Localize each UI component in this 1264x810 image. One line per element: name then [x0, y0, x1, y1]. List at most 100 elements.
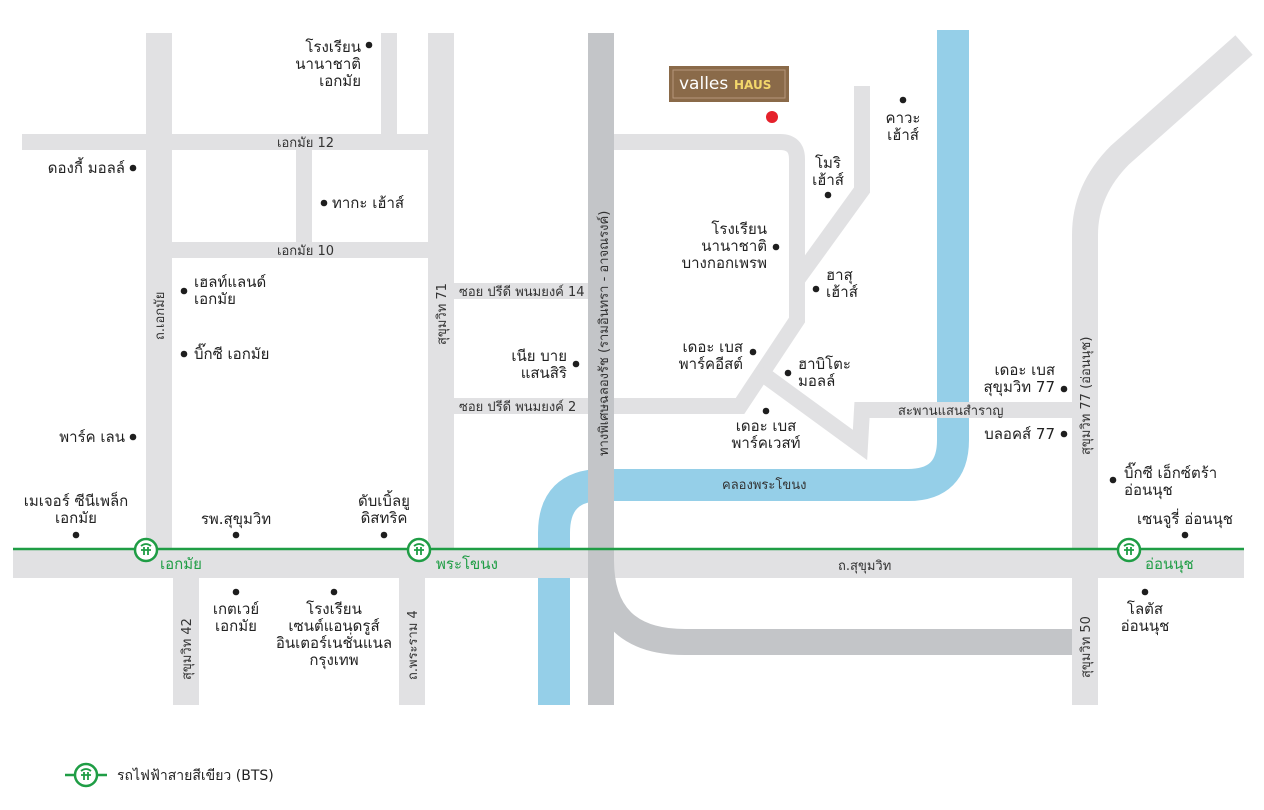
poi-label-line: ดับเบิ้ลยู: [358, 490, 410, 510]
road-sukhumvit-77: [1072, 35, 1253, 705]
poi-label: ดับเบิ้ลยูดิสทริค: [358, 490, 410, 527]
poi-23: โลตัสอ่อนนุช: [1121, 588, 1170, 636]
sukhumvit-label: ถ.สุขุมวิท: [838, 559, 891, 574]
poi-label-line: บิ๊กซี เอ็กซ์ตร้า: [1124, 462, 1217, 482]
logo-text: valles: [679, 74, 728, 94]
poi-label-line: อ่อนนุช: [1124, 481, 1173, 500]
poi-label-line: คาวะ: [886, 109, 921, 127]
bts-station-onnut: อ่อนนุช: [1116, 537, 1194, 574]
poi-10: เกตเวย์เอกมัย: [213, 588, 259, 635]
poi-18: เดอะ เบสพาร์คเวสท์: [732, 407, 801, 452]
poi-dot: [180, 350, 188, 358]
bridge-label: สะพานแสนสำราญ: [898, 404, 1003, 419]
poi-label-line: ฮาบิโตะ: [798, 355, 851, 373]
poi-label-line: ดองกี้ มอลล์: [48, 157, 125, 177]
poi-label-line: เอกมัย: [55, 509, 97, 527]
expressway-label: ทางพิเศษฉลองรัช (รามอินทรา - อาจณรงค์): [596, 211, 612, 456]
bts-station-phrakhanong: พระโขนง: [406, 537, 498, 573]
poi-label-line: เดอะ เบส: [994, 361, 1055, 379]
poi-label: รพ.สุขุมวิท: [201, 510, 271, 529]
poi-label: เฮลท์แลนด์เอกมัย: [194, 273, 266, 308]
poi-3: เฮลท์แลนด์เอกมัย: [180, 273, 266, 308]
poi-label: ทากะ เฮ้าส์: [332, 194, 404, 212]
bts-station-ekkamai: เอกมัย: [133, 537, 202, 573]
poi-label-line: บิ๊กซี เอกมัย: [194, 343, 269, 363]
poi-label-line: เกตเวย์: [213, 600, 259, 618]
poi-11: โรงเรียนเซนต์แอนดรูส์อินเตอร์เนชั่นแนลกร…: [276, 588, 392, 670]
poi-label-line: อินเตอร์เนชั่นแนล: [276, 632, 392, 652]
poi-dot: [1181, 531, 1189, 539]
poi-0: โรงเรียนนานาชาติเอกมัย: [295, 38, 373, 90]
sukhumvit-50-label: สุขุมวิท 50: [1079, 616, 1094, 678]
poi-label: ฮาสุเฮ้าส์: [826, 266, 858, 301]
sukhumvit-42-label: สุขุมวิท 42: [180, 618, 195, 680]
ekkamai-10-label: เอกมัย 10: [277, 244, 334, 259]
poi-label-line: เซนจูรี่ อ่อนนุช: [1137, 508, 1233, 529]
poi-5: พาร์ค เลน: [59, 428, 137, 446]
poi-17: ฮาบิโตะมอลล์: [784, 355, 851, 390]
poi-label: ฮาบิโตะมอลล์: [798, 355, 851, 390]
poi-label: โรงเรียนเซนต์แอนดรูส์อินเตอร์เนชั่นแนลกร…: [276, 600, 392, 670]
poi-label: โรงเรียนนานาชาติบางกอกเพรพ: [682, 220, 767, 272]
poi-label-line: บลอคส์ 77: [984, 425, 1055, 443]
poi-dot: [72, 531, 80, 539]
poi-19: เดอะ เบสสุขุมวิท 77: [984, 361, 1068, 397]
poi-label-line: ทากะ เฮ้าส์: [332, 194, 404, 212]
poi-label: ดองกี้ มอลล์: [48, 157, 125, 177]
road-bridge-lane: [755, 365, 1085, 461]
pridi-14-label: ซอย ปรีดี พนมยงค์ 14: [459, 284, 585, 300]
poi-label-line: มอลล์: [798, 372, 835, 390]
poi-16: เดอะ เบสพาร์คอีสต์: [679, 338, 757, 373]
poi-dot: [784, 369, 792, 377]
poi-dot: [824, 191, 832, 199]
poi-dot: [232, 588, 240, 596]
poi-15: ฮาสุเฮ้าส์: [812, 266, 858, 301]
poi-label: เดอะ เบสสุขุมวิท 77: [984, 361, 1055, 397]
canal: [538, 30, 969, 705]
poi-label-line: โมริ: [815, 154, 841, 172]
poi-label-line: เอกมัย: [319, 72, 361, 90]
station-label: อ่อนนุช: [1145, 555, 1194, 574]
poi-label-line: รพ.สุขุมวิท: [201, 510, 271, 529]
poi-label: เซนจูรี่ อ่อนนุช: [1137, 508, 1233, 529]
ekkamai-12-label: เอกมัย 12: [277, 136, 334, 151]
poi-dot: [380, 531, 388, 539]
poi-label-line: เมเจอร์ ซีนีเพล็ก: [24, 491, 129, 510]
road-project-lane: [600, 134, 805, 414]
poi-label-line: โลตัส: [1127, 600, 1163, 618]
poi-label-line: แสนสิริ: [521, 364, 567, 382]
poi-dot: [320, 199, 328, 207]
poi-label-line: นานาชาติ: [295, 55, 361, 73]
poi-label-line: เฮ้าส์: [812, 171, 844, 189]
sukhumvit-77-label: สุขุมวิท 77 (อ่อนนุช): [1079, 337, 1094, 455]
poi-label-line: เฮลท์แลนด์: [194, 273, 266, 291]
poi-7: รพ.สุขุมวิท: [201, 510, 271, 539]
poi-dot: [232, 531, 240, 539]
project-logo: valles HAUS: [669, 66, 789, 102]
bts-station-icon: [133, 537, 159, 563]
poi-dot: [1141, 588, 1149, 596]
project-location-marker: [766, 111, 778, 123]
poi-dot: [762, 407, 770, 415]
poi-dot: [1109, 476, 1117, 484]
poi-label-line: บางกอกเพรพ: [682, 254, 767, 272]
station-label: เอกมัย: [160, 555, 202, 573]
poi-label-line: เอกมัย: [215, 617, 257, 635]
poi-8: ดับเบิ้ลยูดิสทริค: [358, 490, 410, 539]
poi-label: บิ๊กซี เอ็กซ์ตร้าอ่อนนุช: [1124, 462, 1217, 500]
poi-label: โลตัสอ่อนนุช: [1121, 600, 1170, 636]
poi-label-line: โรงเรียน: [305, 38, 361, 56]
station-label: พระโขนง: [436, 555, 498, 573]
rama-4-label: ถ.พระราม 4: [406, 610, 421, 680]
poi-label-line: เอกมัย: [194, 290, 236, 308]
road-diagonal-ne: [790, 86, 870, 285]
poi-label-line: ดิสทริค: [361, 509, 408, 527]
canal-label: คลองพระโขนง: [722, 477, 806, 493]
expressway: [588, 33, 1072, 705]
poi-label-line: เฮ้าส์: [887, 126, 919, 144]
logo-accent-text: HAUS: [734, 78, 771, 92]
bts-station-icon: [1116, 537, 1142, 563]
poi-12: คาวะเฮ้าส์: [886, 96, 921, 144]
poi-dot: [572, 360, 580, 368]
